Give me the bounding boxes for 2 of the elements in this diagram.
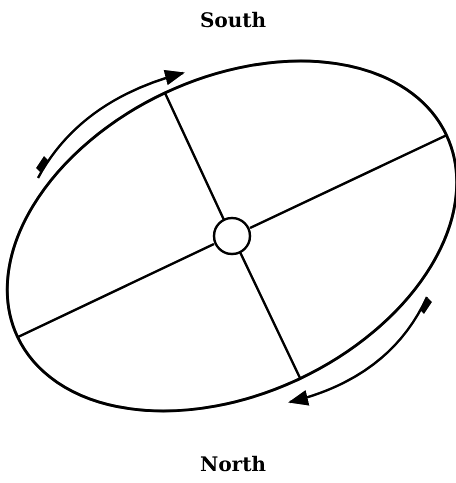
direction-label: South: [200, 8, 266, 32]
direction-label: North: [200, 452, 266, 476]
